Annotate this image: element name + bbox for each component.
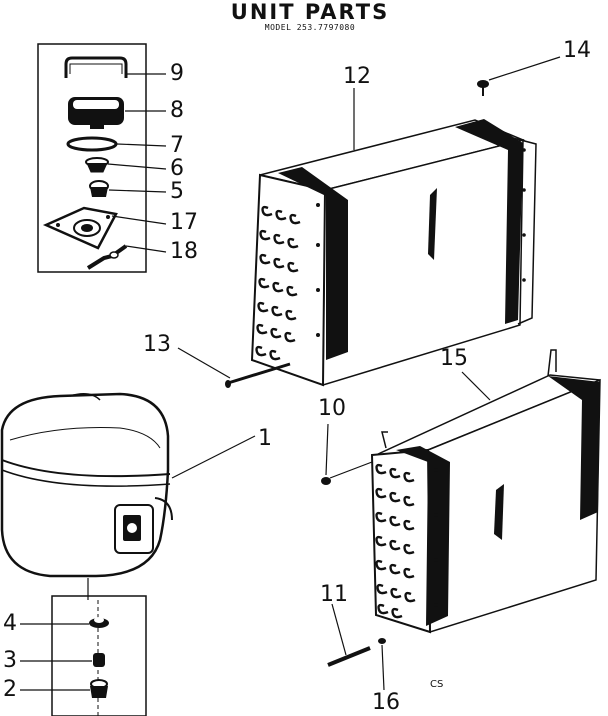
part-11-rod <box>327 603 371 667</box>
part-9-clip <box>64 56 128 78</box>
callout-9: 9 <box>170 61 184 86</box>
part-10-screw <box>321 423 373 485</box>
small-parts-panel <box>37 43 167 273</box>
part-12-coil <box>250 88 537 387</box>
part-15-coil <box>370 349 601 634</box>
diagram-title: UNIT PARTS <box>230 0 390 24</box>
callout-17: 17 <box>170 210 198 235</box>
part-18-pin <box>86 244 128 270</box>
callout-5: 5 <box>170 179 184 204</box>
callout-1: 1 <box>258 426 272 451</box>
callout-12: 12 <box>343 64 371 89</box>
part-17-plate <box>42 206 118 250</box>
part-1-compressor <box>0 392 256 600</box>
callout-18: 18 <box>170 239 198 264</box>
callout-2: 2 <box>3 677 17 702</box>
callout-16: 16 <box>372 690 400 715</box>
part-2-mount <box>90 679 108 698</box>
part-5-plug <box>89 180 109 197</box>
callout-13: 13 <box>143 332 171 357</box>
model-number: MODEL 253.7797080 <box>264 23 356 32</box>
callout-11: 11 <box>320 582 348 607</box>
part-3-sleeve <box>93 653 105 667</box>
callout-14: 14 <box>563 38 591 63</box>
part-14-screw <box>477 56 561 96</box>
callout-6: 6 <box>170 156 184 181</box>
part-13-screw <box>177 347 291 388</box>
callout-8: 8 <box>170 98 184 123</box>
part-16-screw <box>378 638 386 691</box>
callout-15: 15 <box>440 346 468 371</box>
part-7-ring <box>66 136 118 152</box>
callout-4: 4 <box>3 611 17 636</box>
callout-10: 10 <box>318 396 346 421</box>
part-8-block <box>68 97 124 129</box>
callout-7: 7 <box>170 133 184 158</box>
drawing-code: CS <box>430 679 444 690</box>
mount-parts-panel <box>20 595 147 716</box>
part-6-grommet <box>85 157 109 173</box>
callout-3: 3 <box>3 648 17 673</box>
part-4-grommet <box>89 617 109 628</box>
